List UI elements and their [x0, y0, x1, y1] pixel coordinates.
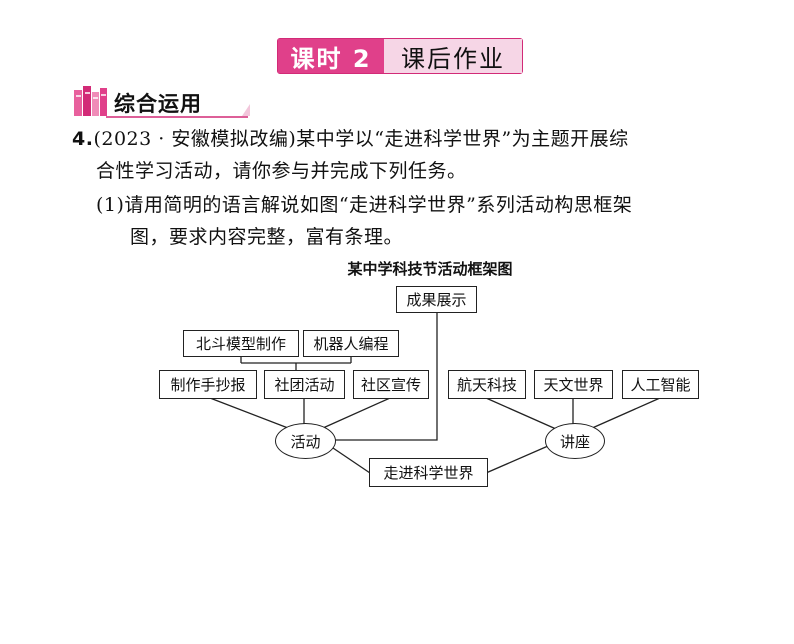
node-handout: 制作手抄报 — [159, 370, 257, 399]
node-root-science-world: 走进科学世界 — [369, 458, 488, 487]
section-tag: 综合运用 — [72, 84, 252, 120]
node-astronomy: 天文世界 — [534, 370, 613, 399]
lesson-title: 课后作业 — [384, 39, 522, 73]
node-community-promo: 社区宣传 — [353, 370, 429, 399]
node-club-activity: 社团活动 — [264, 370, 345, 399]
node-lecture: 讲座 — [545, 423, 605, 459]
node-activity: 活动 — [275, 423, 336, 459]
node-robot-programming: 机器人编程 — [303, 330, 399, 357]
node-aerospace: 航天科技 — [448, 370, 526, 399]
question-line-1: 4.(2023 · 安徽模拟改编)某中学以“走进科学世界”为主题开展综 — [72, 124, 629, 154]
subquestion-1-line-1: (1)请用简明的语言解说如图“走进科学世界”系列活动构思框架 — [96, 194, 633, 216]
lesson-header-badge: 课时 2 课后作业 — [277, 38, 523, 74]
node-results-showcase: 成果展示 — [396, 286, 477, 313]
lesson-number: 课时 2 — [278, 39, 384, 73]
subquestion-1-line-2: 图，要求内容完整，富有条理。 — [130, 226, 404, 248]
node-ai: 人工智能 — [622, 370, 699, 399]
node-beidou-model: 北斗模型制作 — [183, 330, 299, 357]
question-number: 4. — [72, 128, 94, 150]
books-icon — [74, 86, 250, 118]
question-text-1: (2023 · 安徽模拟改编)某中学以“走进科学世界”为主题开展综 — [93, 128, 629, 150]
question-text-2: 合性学习活动，请你参与并完成下列任务。 — [96, 160, 467, 182]
diagram-title: 某中学科技节活动框架图 — [347, 260, 513, 278]
section-label: 综合运用 — [114, 92, 202, 116]
